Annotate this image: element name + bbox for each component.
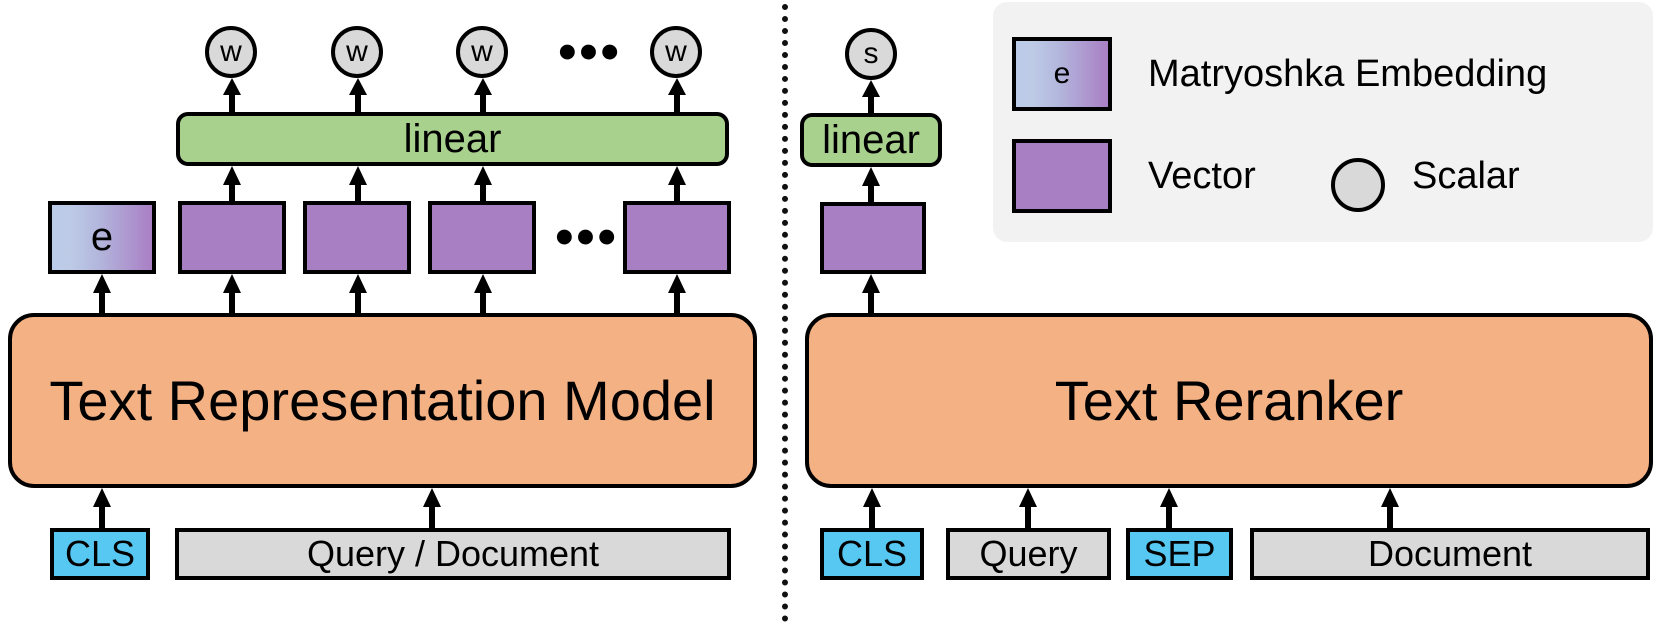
right-linear-layer: linear (800, 113, 942, 167)
legend-label-scalar: Scalar (1412, 139, 1520, 213)
arrow-vector-to-linear-right (862, 167, 880, 207)
legend-label-vector: Vector (1148, 139, 1256, 213)
arrow-linear-to-w-1 (223, 78, 241, 116)
output-scalar-w-1: w (205, 26, 257, 78)
arrow-linear-to-score (862, 80, 880, 116)
token-query-document[interactable]: Query / Document (175, 528, 731, 580)
output-scalar-label: w (471, 35, 493, 68)
token-label: Query (979, 533, 1078, 574)
left-linear-label: linear (403, 116, 502, 161)
panel-divider (782, 4, 788, 622)
vector-box-1 (178, 201, 286, 274)
arrow-linear-to-w-2 (349, 78, 367, 116)
arrow-model-to-vector-right (862, 274, 880, 316)
token-sep[interactable]: SEP (1126, 528, 1233, 580)
arrow-cls-to-model-left (93, 488, 111, 530)
output-scalar-label: w (346, 35, 368, 68)
arrow-sep-to-reranker (1160, 488, 1178, 530)
legend-label-text: Matryoshka Embedding (1148, 52, 1548, 95)
legend-swatch-matryoshka-icon: e (1012, 37, 1112, 111)
ellipsis-text: ••• (558, 22, 622, 81)
legend-swatch-scalar-icon (1331, 158, 1385, 212)
arrow-linear-to-w-4 (668, 78, 686, 116)
token-cls-left[interactable]: CLS (50, 528, 150, 580)
vector-box-2 (303, 201, 411, 274)
text-representation-model-label: Text Representation Model (49, 369, 716, 432)
arrow-model-to-embedding (93, 274, 111, 316)
text-reranker-label: Text Reranker (1054, 369, 1404, 432)
text-reranker-box: Text Reranker (805, 313, 1653, 488)
matryoshka-embedding-label: e (90, 215, 114, 259)
ellipsis-text: ••• (555, 208, 619, 267)
legend-swatch-vector-icon (1012, 139, 1112, 213)
output-scalar-label: w (220, 35, 242, 68)
legend-swatch-inner-label: e (1053, 57, 1071, 90)
output-scalar-label: s (863, 37, 879, 70)
output-scalar-s: s (845, 28, 897, 80)
arrow-querydoc-to-model-left (423, 488, 441, 530)
output-scalar-w-3: w (456, 26, 508, 78)
token-label: Query / Document (306, 533, 600, 574)
vector-row-ellipsis: ••• (552, 201, 622, 274)
arrow-model-to-vector-1 (223, 274, 241, 316)
legend-label-text: Scalar (1412, 154, 1520, 197)
text-representation-model-box: Text Representation Model (8, 313, 757, 488)
right-linear-label: linear (822, 117, 920, 162)
left-linear-layer: linear (176, 112, 729, 166)
vector-box-3 (428, 201, 536, 274)
output-scalar-w-4: w (650, 26, 702, 78)
token-label: Document (1367, 533, 1533, 574)
legend-label-matryoshka: Matryoshka Embedding (1148, 37, 1547, 111)
token-label: CLS (64, 533, 136, 574)
output-scalar-w-2: w (331, 26, 383, 78)
token-label: CLS (836, 533, 908, 574)
arrow-linear-to-w-3 (474, 78, 492, 116)
arrow-model-to-vector-3 (474, 274, 492, 316)
arrow-query-to-reranker (1019, 488, 1037, 530)
token-cls-right[interactable]: CLS (820, 528, 924, 580)
arrow-model-to-vector-2 (349, 274, 367, 316)
arrow-cls-to-reranker (863, 488, 881, 530)
vector-box-4 (623, 201, 731, 274)
legend-label-text: Vector (1148, 154, 1256, 197)
arrow-model-to-vector-4 (668, 274, 686, 316)
token-query[interactable]: Query (946, 528, 1111, 580)
arrow-document-to-reranker (1381, 488, 1399, 530)
vector-box-right (820, 202, 926, 274)
token-label: SEP (1143, 533, 1216, 574)
matryoshka-embedding-box: e (48, 201, 156, 274)
token-document[interactable]: Document (1250, 528, 1650, 580)
output-row-ellipsis: ••• (555, 26, 625, 78)
output-scalar-label: w (665, 35, 687, 68)
